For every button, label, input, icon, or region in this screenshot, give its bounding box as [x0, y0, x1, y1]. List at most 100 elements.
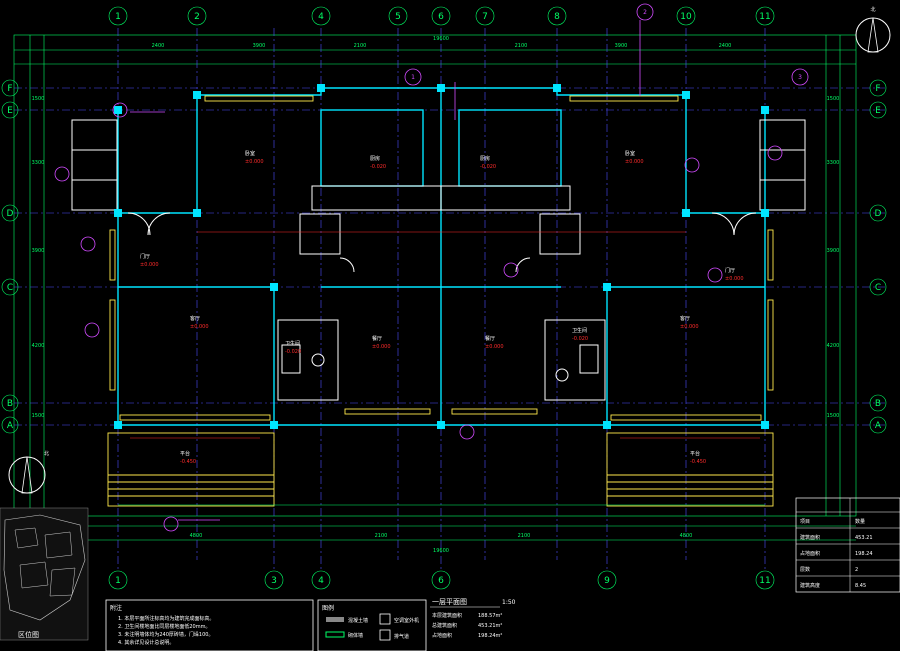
plan-title: 一层平面图 [432, 598, 467, 606]
svg-text:3900: 3900 [253, 43, 266, 49]
room-name: 厨房 [370, 155, 380, 162]
axis-bubble: 6 [431, 570, 451, 590]
svg-text:2100: 2100 [375, 533, 388, 539]
svg-text:1: 1 [115, 12, 121, 22]
axis-bubble: 1 [108, 6, 128, 26]
svg-text:198.24m²: 198.24m² [478, 633, 502, 639]
side-dimension-labels: 1500 3300 3900 4200 1500 1500 3300 3900 … [32, 96, 840, 419]
room-name: 卧室 [245, 150, 255, 157]
svg-text:2100: 2100 [515, 43, 528, 49]
svg-text:2. 卫生间楼地面比同层楼地面低20mm。: 2. 卫生间楼地面比同层楼地面低20mm。 [118, 623, 210, 630]
svg-text:9: 9 [604, 576, 610, 586]
windows [109, 95, 774, 421]
svg-text:排气道: 排气道 [394, 633, 409, 640]
room-name: 餐厅 [372, 335, 382, 342]
svg-text:453.21m²: 453.21m² [478, 623, 502, 629]
room-name: 厨房 [480, 155, 490, 162]
svg-text:3300: 3300 [827, 160, 840, 166]
svg-text:E: E [875, 106, 881, 116]
axis-bubble: 3 [264, 570, 284, 590]
svg-text:A: A [7, 421, 14, 431]
svg-text:5: 5 [395, 12, 401, 22]
room-name: 门厅 [725, 267, 735, 274]
axis-bubbles-top: 1 2 4 5 6 7 8 10 11 [108, 6, 775, 26]
svg-text:6: 6 [438, 12, 444, 22]
axis-bubble: 4 [311, 570, 331, 590]
room-name: 卫生间 [572, 327, 587, 334]
axis-bubble: 1 [108, 570, 128, 590]
svg-text:总建筑面积: 总建筑面积 [432, 622, 457, 629]
indicator-table: 项目 数量 建筑面积 453.21 占地面积 198.24 层数 2 建筑高度 … [795, 497, 900, 593]
svg-text:11: 11 [759, 576, 770, 586]
svg-text:北: 北 [870, 6, 875, 13]
axis-bubble: 11 [755, 6, 775, 26]
svg-text:E: E [7, 106, 13, 116]
svg-text:4200: 4200 [32, 343, 45, 349]
room-name: 平台 [180, 450, 190, 457]
svg-text:2: 2 [643, 9, 647, 16]
axis-bubble: 5 [388, 6, 408, 26]
axis-bubbles-side: F E D C B A F E D C B A [1, 79, 887, 434]
notes-block: 附注 1. 本层平面所注标高均为建筑完成面标高。 2. 卫生间楼地面比同层楼地面… [105, 599, 314, 651]
svg-text:层数: 层数 [800, 566, 810, 573]
room-level: -0.020 [480, 164, 496, 170]
room-name: 餐厅 [485, 335, 495, 342]
svg-text:3300: 3300 [32, 160, 45, 166]
svg-text:1: 1 [115, 576, 121, 586]
svg-text:砌体墙: 砌体墙 [348, 632, 363, 639]
svg-text:8.45: 8.45 [855, 583, 866, 589]
svg-text:19600: 19600 [433, 36, 449, 42]
axis-bubble: 4 [311, 6, 331, 26]
svg-text:B: B [7, 399, 13, 409]
svg-text:4800: 4800 [680, 533, 693, 539]
svg-text:2: 2 [855, 567, 858, 573]
axis-bubble: 9 [597, 570, 617, 590]
svg-text:1500: 1500 [32, 413, 45, 419]
structural-columns [114, 84, 769, 429]
axis-bubble: 6 [431, 6, 451, 26]
svg-text:3900: 3900 [615, 43, 628, 49]
svg-text:453.21: 453.21 [855, 535, 873, 541]
svg-text:2: 2 [194, 12, 200, 22]
axis-bubble: 2 [187, 6, 207, 26]
svg-text:C: C [875, 283, 881, 293]
svg-text:4200: 4200 [827, 343, 840, 349]
svg-text:混凝土墙: 混凝土墙 [348, 617, 368, 624]
svg-text:B: B [875, 399, 881, 409]
svg-text:2400: 2400 [719, 43, 732, 49]
svg-text:占地面积: 占地面积 [800, 550, 820, 557]
svg-text:4: 4 [318, 12, 324, 22]
plan-scale: 1:50 [502, 599, 516, 606]
svg-text:D: D [875, 209, 882, 219]
axis-bubbles-bottom: 1 3 4 6 9 11 [108, 570, 775, 590]
top-dimension-labels: 2400 3900 2100 2100 3900 2400 19600 [152, 36, 732, 49]
room-name: 卫生间 [285, 340, 300, 347]
room-level: ±0.000 [680, 324, 699, 330]
axis-bubble: 8 [547, 6, 567, 26]
room-level: -0.450 [180, 459, 196, 465]
svg-text:19600: 19600 [433, 548, 449, 554]
svg-text:198.24: 198.24 [855, 551, 873, 557]
svg-text:本层建筑面积: 本层建筑面积 [432, 612, 462, 619]
room-name: 平台 [690, 450, 700, 457]
svg-text:4. 其余详见设计总说明。: 4. 其余详见设计总说明。 [118, 639, 174, 646]
room-level: ±0.000 [725, 276, 744, 282]
svg-text:8: 8 [554, 12, 560, 22]
svg-text:附注: 附注 [110, 604, 122, 612]
svg-text:区位图: 区位图 [18, 630, 39, 639]
svg-text:1500: 1500 [32, 96, 45, 102]
plan-title-block: 一层平面图 1:50 本层建筑面积 188.57m² 总建筑面积 453.21m… [430, 598, 516, 639]
svg-text:数量: 数量 [855, 518, 865, 525]
north-compass-bottom: 北 [8, 450, 49, 494]
north-compass-top: 北 [855, 6, 891, 53]
svg-text:1500: 1500 [827, 96, 840, 102]
svg-text:2400: 2400 [152, 43, 165, 49]
svg-text:3: 3 [798, 74, 802, 81]
svg-text:A: A [875, 421, 882, 431]
room-level: ±0.000 [245, 159, 264, 165]
svg-text:4800: 4800 [190, 533, 203, 539]
svg-text:C: C [7, 283, 13, 293]
svg-text:建筑面积: 建筑面积 [800, 534, 820, 541]
svg-text:北: 北 [44, 450, 49, 457]
